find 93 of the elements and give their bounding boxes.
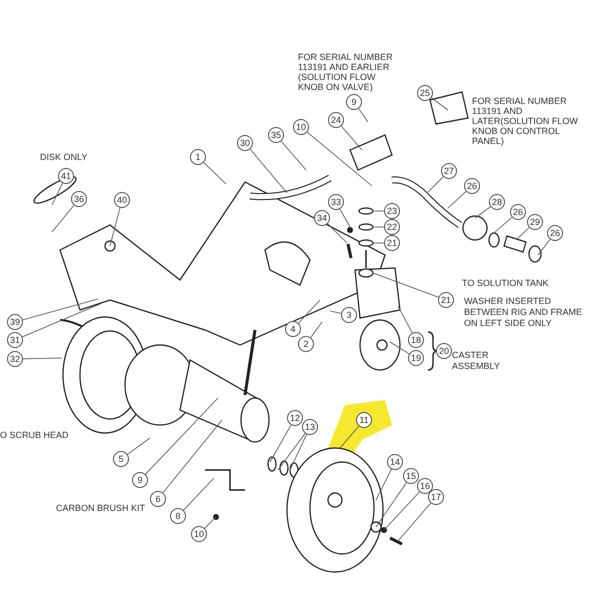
note-text: CASTER ASSEMBLY <box>452 350 501 372</box>
leader-line <box>374 210 384 212</box>
callout-number: 26 <box>547 225 563 241</box>
leader-line <box>22 298 98 320</box>
callout-number: 4 <box>285 321 301 337</box>
note-text: WASHER INSERTED BETWEEN RIG AND FRAME ON LEFT SIDE ONLY <box>464 296 584 329</box>
callout-number: 6 <box>150 491 166 507</box>
callout-number: 35 <box>268 127 284 143</box>
note-text: CARBON BRUSH KIT <box>56 503 146 513</box>
callout-number: 14 <box>387 454 403 470</box>
callout-number: 32 <box>7 351 23 367</box>
leader-line <box>516 227 530 240</box>
leader-line <box>340 426 360 448</box>
callout-number: 18 <box>408 332 424 348</box>
note-text: FOR SERIAL NUMBER 113191 AND LATER(SOLUTION FLOW KNOB ON CONTROL PANEL) <box>472 96 579 146</box>
leader-line <box>162 420 222 494</box>
leader-line <box>384 491 420 530</box>
callout-number: 13 <box>302 419 318 435</box>
callout-number: 21 <box>384 235 400 251</box>
callout-number: 15 <box>403 468 419 484</box>
callout-number: 10 <box>293 119 309 135</box>
leader-line <box>448 191 466 208</box>
leader-line <box>52 182 63 206</box>
callout-number: 9 <box>346 94 362 110</box>
callout-number: 16 <box>417 478 433 494</box>
leader-line <box>330 310 342 314</box>
callout-number: 3 <box>341 307 357 323</box>
callout-number: 8 <box>170 508 186 524</box>
callout-number: 34 <box>314 210 330 226</box>
callout-number: 17 <box>428 489 444 505</box>
leader-line <box>474 206 491 218</box>
leader-line <box>376 482 407 528</box>
leader-line <box>270 424 292 462</box>
leader-line <box>183 478 214 511</box>
leader-line <box>280 140 306 170</box>
callout-number: 28 <box>489 194 505 210</box>
callout-number: 30 <box>237 135 253 151</box>
note-text: TO SOLUTION TANK <box>462 278 550 288</box>
callout-number: 22 <box>384 219 400 235</box>
leader-line <box>340 208 350 228</box>
leader-line <box>390 342 410 354</box>
callout-number: 21 <box>438 292 454 308</box>
callout-number: 1 <box>190 149 206 165</box>
leader-line <box>374 226 384 228</box>
callout-number: 31 <box>7 332 23 348</box>
callout-number: 2 <box>298 336 314 352</box>
callout-number: 26 <box>510 204 526 220</box>
note-text: FOR SERIAL NUMBER 113191 AND EARLIER (SOLUTION FLOW KNOB ON VALVE) <box>298 52 394 92</box>
callout-number: 9 <box>132 472 148 488</box>
callout-number: 12 <box>287 410 303 426</box>
leader-line <box>358 108 368 122</box>
note-text: O SCRUB HEAD <box>0 430 70 440</box>
leader-line <box>428 176 444 192</box>
callout-number: 41 <box>58 168 74 184</box>
callout-number: 10 <box>191 526 207 542</box>
leader-line <box>398 502 432 542</box>
leader-line <box>340 126 362 150</box>
callout-number: 36 <box>71 191 87 207</box>
callout-number: 25 <box>417 85 433 101</box>
leader-line <box>372 272 439 298</box>
leader-line <box>298 300 320 324</box>
note-text: DISK ONLY <box>40 152 88 163</box>
leader-line <box>374 242 384 244</box>
callout-number: 40 <box>114 192 130 208</box>
callout-number: 29 <box>527 214 543 230</box>
leader-line <box>278 433 306 470</box>
leader-line <box>22 304 100 338</box>
leader-line <box>203 162 226 184</box>
leader-line <box>290 434 308 470</box>
callout-number: 20 <box>436 343 452 359</box>
leader-line <box>306 132 372 186</box>
callout-number: 19 <box>408 350 424 366</box>
leader-line <box>376 468 392 500</box>
leader-line <box>145 398 218 475</box>
callout-number: 24 <box>328 112 344 128</box>
leader-line <box>431 97 448 110</box>
leader-line <box>110 207 120 246</box>
callout-number: 23 <box>384 203 400 219</box>
callout-number: 39 <box>7 314 23 330</box>
leader-line <box>538 238 550 256</box>
leader-line <box>494 216 512 234</box>
callout-number: 33 <box>328 194 344 210</box>
leader-line <box>398 306 413 334</box>
leader-line <box>127 438 150 455</box>
callout-number: 5 <box>113 451 129 467</box>
leader-line <box>204 516 216 529</box>
leader-line <box>250 148 288 194</box>
callout-number: 27 <box>441 163 457 179</box>
leader-line <box>327 223 348 244</box>
callout-number: 26 <box>464 178 480 194</box>
leader-line <box>22 358 62 360</box>
leader-line <box>52 204 74 232</box>
leader-line <box>310 322 322 338</box>
